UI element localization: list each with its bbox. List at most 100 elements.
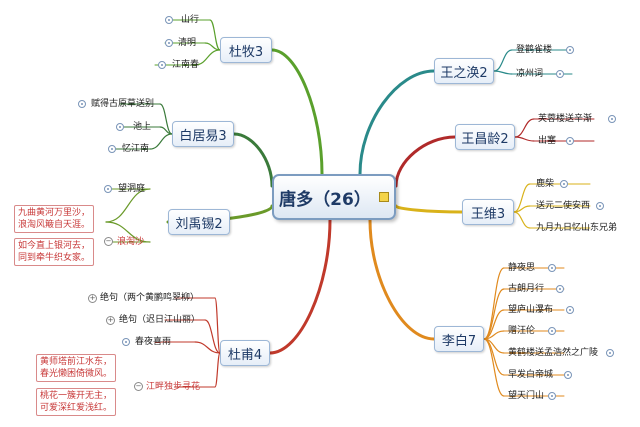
poet-label: 杜牧3 (228, 44, 264, 60)
link-icon[interactable] (165, 16, 173, 24)
branch-line (358, 69, 436, 176)
link-icon[interactable] (158, 61, 166, 69)
branch-line (513, 183, 531, 213)
poem-item[interactable]: 望天门山 (508, 391, 545, 401)
branch-line (204, 319, 221, 354)
link-icon[interactable] (566, 306, 574, 314)
collapse-icon[interactable]: − (104, 237, 113, 246)
collapse-icon[interactable]: − (134, 382, 143, 391)
poem-item[interactable]: 黄鹤楼送孟浩然之广陵 (508, 348, 599, 358)
poet-node-baijuyi[interactable]: 白居易3 (172, 121, 234, 147)
branch-line (514, 118, 535, 138)
verse-box: 黄师塔前江水东， 春光懒困倚微风。 (36, 354, 117, 382)
poem-item[interactable]: 赠汪伦 (508, 326, 536, 336)
poem-item[interactable]: 望庐山瀑布 (508, 305, 554, 315)
poem-item[interactable]: 忆江南 (122, 144, 150, 154)
verse-box: 桃花一簇开无主， 可爱深红爱浅红。 (36, 388, 117, 416)
poem-item[interactable]: 九月九日忆山东兄弟 (536, 223, 618, 233)
branch-line (105, 188, 151, 223)
branch-line (214, 297, 221, 354)
poem-item[interactable]: 江畔独步寻花 (146, 382, 201, 392)
branch-line (149, 133, 173, 150)
link-icon[interactable] (596, 202, 604, 210)
expand-icon[interactable]: + (106, 316, 115, 325)
poem-item[interactable]: 古朗月行 (508, 284, 545, 294)
poem-item[interactable]: 送元二使安西 (536, 201, 591, 211)
verse-box: 九曲黄河万里沙， 浪淘风簸自天涯。 (14, 205, 95, 233)
link-icon[interactable] (116, 123, 124, 131)
poet-node-dumu[interactable]: 杜牧3 (220, 37, 272, 63)
poem-item[interactable]: 赋得古原草送别 (91, 99, 155, 109)
poet-node-liuyuxi[interactable]: 刘禹锡2 (168, 209, 230, 235)
branch-line (514, 136, 535, 142)
central-topic[interactable]: 唐多（26） (272, 174, 396, 220)
link-icon[interactable] (566, 46, 574, 54)
poem-item[interactable]: 望洞庭 (118, 184, 146, 194)
poem-item[interactable]: 鹿柴 (536, 179, 555, 189)
poet-node-wangchangling[interactable]: 王昌龄2 (455, 124, 515, 150)
link-icon[interactable] (122, 338, 130, 346)
verse-box: 如今直上银河去， 同到牵牛织女家。 (14, 238, 95, 266)
poem-item[interactable]: 浪淘沙 (117, 237, 145, 247)
poet-label: 刘禹锡2 (175, 216, 223, 232)
branch-line (368, 218, 436, 341)
poem-item[interactable]: 芙蓉楼送辛渐 (538, 114, 593, 124)
branch-line (493, 49, 513, 72)
link-icon[interactable] (108, 145, 116, 153)
branch-line (483, 338, 505, 397)
branch-line (159, 103, 173, 135)
link-icon[interactable] (564, 371, 572, 379)
link-icon[interactable] (78, 100, 86, 108)
poem-item[interactable]: 绝句（两个黄鹂鸣翠柳） (100, 293, 200, 303)
poem-item[interactable]: 池上 (133, 122, 152, 132)
poet-node-libai[interactable]: 李白7 (434, 326, 484, 352)
link-icon[interactable] (560, 180, 568, 188)
branch-line (394, 135, 457, 188)
poet-node-dufu[interactable]: 杜甫4 (220, 340, 270, 366)
branch-line (209, 19, 221, 51)
poem-item[interactable]: 早发白帝城 (508, 370, 554, 380)
poet-label: 杜甫4 (227, 347, 263, 363)
branch-line (493, 70, 513, 75)
poem-item[interactable]: 清明 (178, 38, 197, 48)
poem-item[interactable]: 江南春 (172, 60, 200, 70)
link-icon[interactable] (606, 349, 614, 357)
branch-line (483, 267, 505, 340)
link-icon[interactable] (556, 285, 564, 293)
link-icon[interactable] (548, 392, 556, 400)
poem-item[interactable]: 凉州词 (516, 69, 544, 79)
link-icon[interactable] (556, 70, 564, 78)
link-icon[interactable] (104, 185, 112, 193)
branch-line (513, 211, 531, 229)
branch-line (194, 341, 221, 354)
branch-line (268, 218, 332, 355)
poet-label: 李白7 (441, 333, 477, 349)
link-icon[interactable] (548, 264, 556, 272)
branch-line (483, 309, 505, 340)
branch-line (214, 352, 221, 388)
branch-line (194, 49, 221, 66)
link-icon[interactable] (165, 39, 173, 47)
poet-label: 王昌龄2 (461, 131, 509, 147)
link-icon[interactable] (566, 137, 574, 145)
poem-item[interactable]: 绝句（迟日江山丽） (119, 315, 201, 325)
branch-line (483, 288, 505, 340)
branch-line (232, 132, 274, 188)
poet-node-wangwei[interactable]: 王维3 (462, 199, 514, 225)
branch-line (270, 48, 324, 176)
poem-item[interactable]: 春夜喜雨 (135, 337, 172, 347)
poet-label: 王之涣2 (440, 65, 488, 81)
expand-icon[interactable]: + (88, 294, 97, 303)
poem-item[interactable]: 山行 (181, 15, 200, 25)
poem-item[interactable]: 出塞 (538, 136, 557, 146)
note-icon[interactable] (378, 192, 389, 202)
poem-item[interactable]: 静夜思 (508, 263, 536, 273)
poet-node-wangzhihuan[interactable]: 王之涣2 (434, 58, 494, 84)
link-icon[interactable] (548, 327, 556, 335)
poet-label: 王维3 (470, 206, 506, 222)
central-topic-label: 唐多（26） (279, 189, 371, 210)
link-icon[interactable] (608, 115, 616, 123)
poem-item[interactable]: 登鹳雀楼 (516, 45, 553, 55)
